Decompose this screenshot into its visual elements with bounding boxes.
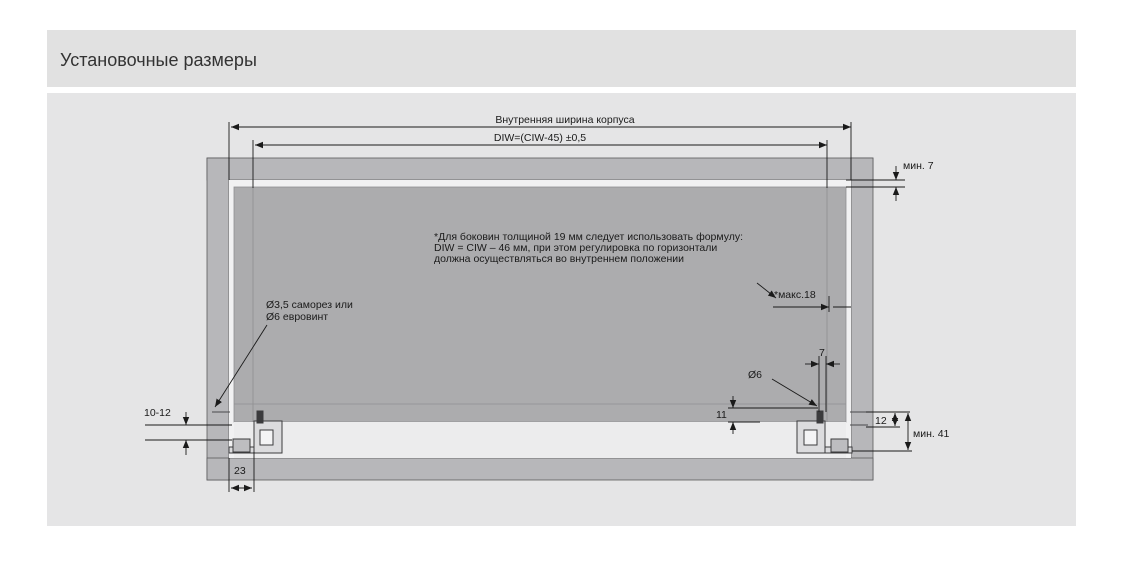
max18-leader	[756, 282, 777, 299]
note-line-2: DIW = CIW – 46 мм, при этом регулировка …	[434, 242, 717, 254]
d6-leader	[771, 378, 818, 407]
section-title: Установочные размеры	[60, 50, 257, 70]
dim23-label: 23	[234, 465, 246, 477]
screw-label-line-2: Ø6 евровинт	[266, 311, 328, 323]
dim12-label: 12	[875, 415, 887, 427]
right-runner-clip	[803, 429, 818, 446]
dim1012-label: 10-12	[144, 407, 171, 419]
left-runner-pin	[256, 410, 264, 424]
drawer-bottom-gap	[234, 422, 846, 458]
dimension-lines	[145, 122, 912, 492]
inner-width-label: Внутренняя ширина корпуса	[495, 114, 634, 126]
right-runner	[796, 410, 853, 454]
min7-label: мин. 7	[903, 160, 934, 172]
right-runner-end	[830, 438, 849, 453]
right-runner-pin	[816, 410, 824, 424]
drawer-box	[233, 186, 847, 423]
max18-label: *макс.18	[774, 289, 816, 301]
left-runner	[228, 410, 283, 454]
dim7-label: 7	[819, 347, 825, 359]
left-runner-clip	[259, 429, 274, 446]
drawer	[233, 186, 847, 458]
cabinet-bottom-panel	[206, 457, 874, 481]
note-line-3: должна осуществляться во внутреннем поло…	[434, 253, 684, 265]
d6-label: Ø6	[748, 369, 762, 381]
diw-formula-label: DIW=(CIW-45) ±0,5	[494, 132, 586, 144]
dimension-labels: Внутренняя ширина корпуса DIW=(CIW-45) ±…	[144, 114, 950, 477]
section-header: Установочные размеры	[47, 30, 1076, 87]
cabinet-top-panel	[206, 157, 874, 181]
screw-label-line-1: Ø3,5 саморез или	[266, 299, 353, 311]
left-runner-end	[232, 438, 251, 453]
note-line-1: *Для боковин толщиной 19 мм следует испо…	[434, 231, 743, 243]
cabinet-right-side	[850, 157, 874, 481]
cabinet-left-side	[206, 157, 230, 481]
dim11-label: 11	[716, 409, 727, 421]
min41-label: мин. 41	[913, 428, 950, 440]
screw-leader	[214, 324, 268, 408]
